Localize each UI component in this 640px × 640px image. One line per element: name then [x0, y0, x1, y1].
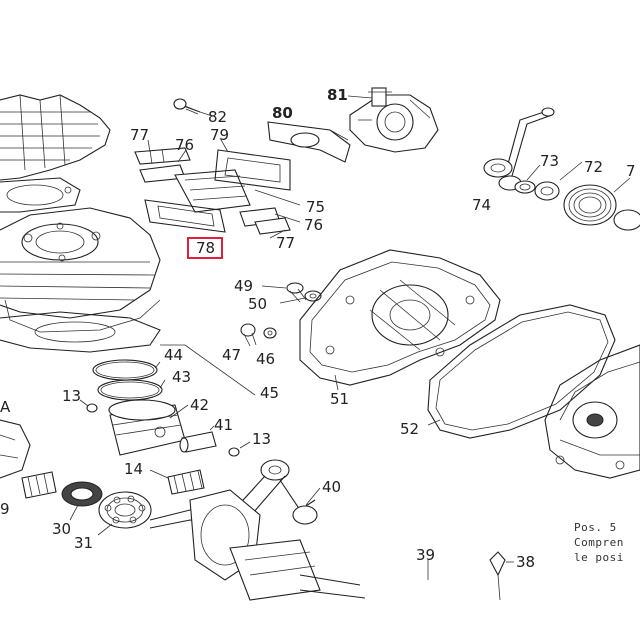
- cylinder: [0, 207, 161, 333]
- needle-bearing-9: [21, 471, 57, 499]
- carburetor: [347, 87, 439, 153]
- label-39: 39: [416, 546, 435, 564]
- label-30: 30: [52, 520, 71, 538]
- piston-pin: [179, 425, 217, 453]
- note-line-2: Compren: [574, 536, 624, 549]
- washer-46: [263, 327, 277, 339]
- label-13-left: 13: [62, 387, 81, 405]
- label-9: 9: [0, 500, 10, 518]
- crankcase-half: [299, 249, 501, 391]
- label-81: 81: [327, 86, 348, 104]
- label-7x: 7: [626, 162, 636, 180]
- position-note: Pos. 5 Compren le posi: [574, 521, 624, 564]
- highlight-box-78: [187, 237, 223, 259]
- left-edge-cover: [0, 419, 31, 479]
- piston: [108, 399, 189, 456]
- label-75: 75: [306, 198, 325, 216]
- label-76-top: 76: [175, 136, 194, 154]
- cylinder-head: [0, 94, 111, 181]
- label-31: 31: [74, 534, 93, 552]
- bottom-parts: [427, 551, 514, 601]
- needle-bearing-14: [149, 469, 205, 495]
- screw-82: [173, 98, 213, 117]
- label-80: 80: [272, 104, 293, 122]
- label-42: 42: [190, 396, 209, 414]
- label-44: 44: [164, 346, 183, 364]
- piston-ring-44: [92, 359, 158, 381]
- crankcase-right: [544, 344, 640, 479]
- label-72: 72: [584, 158, 603, 176]
- head-gasket: [0, 177, 81, 213]
- label-52: 52: [400, 420, 419, 438]
- label-78: 78: [196, 239, 215, 257]
- reed-valve-assembly: [134, 147, 291, 235]
- label-49: 49: [234, 277, 253, 295]
- note-line-1: Pos. 5: [574, 521, 617, 534]
- circlip-13-left: [79, 399, 98, 413]
- crankshaft: [149, 489, 366, 601]
- label-41: 41: [214, 416, 233, 434]
- label-77-top: 77: [130, 126, 149, 144]
- kickstart-lever: [483, 107, 555, 178]
- label-77-bottom: 77: [276, 234, 295, 252]
- label-46: 46: [256, 350, 275, 368]
- screw-49: [286, 282, 307, 303]
- note-line-3: le posi: [574, 551, 624, 564]
- label-14: 14: [124, 460, 143, 478]
- label-74: 74: [472, 196, 491, 214]
- oil-seal-30: [61, 481, 103, 507]
- label-a: A: [0, 398, 11, 416]
- label-13-right: 13: [252, 430, 271, 448]
- label-38: 38: [516, 553, 535, 571]
- label-40: 40: [322, 478, 341, 496]
- label-45: 45: [260, 384, 279, 402]
- bolt-47: [240, 323, 257, 347]
- label-76-bottom: 76: [304, 216, 323, 234]
- kick-spring: [563, 184, 640, 231]
- intake-manifold: [267, 121, 351, 163]
- label-79: 79: [210, 126, 229, 144]
- piston-ring-43: [97, 379, 163, 401]
- washer-73: [498, 175, 536, 194]
- label-47: 47: [222, 346, 241, 364]
- washer-72: [534, 181, 560, 201]
- label-51: 51: [330, 390, 349, 408]
- circlip-13-right: [228, 441, 251, 457]
- label-73: 73: [540, 152, 559, 170]
- label-43: 43: [172, 368, 191, 386]
- label-50: 50: [248, 295, 267, 313]
- ball-bearing-31: [98, 491, 152, 529]
- part-labels: 82 81 80 77 76 79 75 76 77 78 73 72 74 7…: [0, 86, 636, 571]
- crankcase-gasket: [427, 304, 616, 439]
- base-gasket: [0, 311, 161, 353]
- label-82: 82: [208, 108, 227, 126]
